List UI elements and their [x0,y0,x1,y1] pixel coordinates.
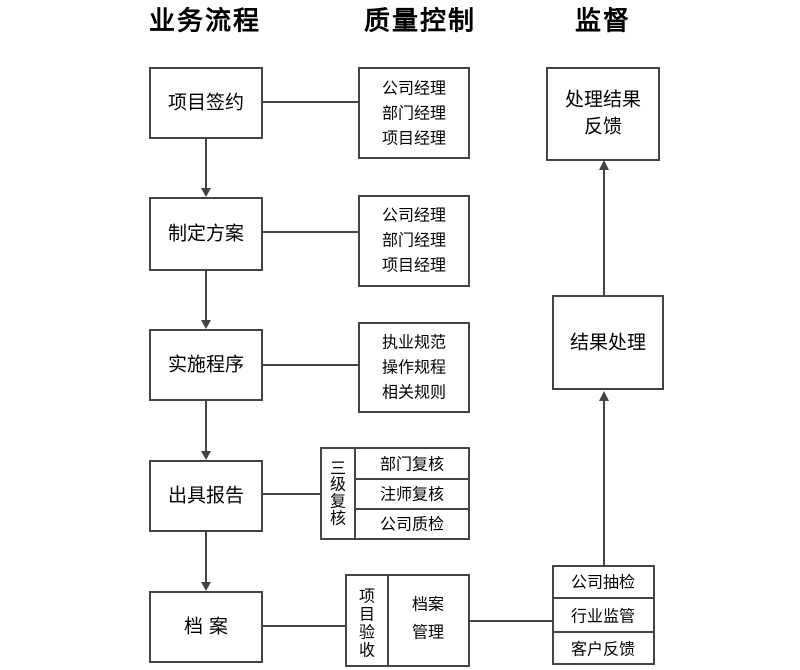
process-step-sign: 项目签约 [149,67,263,139]
quality-block-sign-line-1: 公司经理 [382,79,446,98]
arrowhead-step4 [201,451,211,460]
quality-block-implement-line-3: 相关规则 [382,383,446,402]
supervision-check-company-label: 公司抽检 [571,573,635,592]
acceptance-label-char-3: 验 [359,623,375,642]
review-item-department: 部门复核 [354,447,470,480]
column-title-supervision: 监督 [575,6,631,37]
supervision-feedback: 处理结果 反馈 [546,67,660,161]
review-item-company: 公司质检 [354,508,470,540]
process-step-plan: 制定方案 [149,197,263,271]
quality-block-implement: 执业规范 操作规程 相关规则 [358,322,470,413]
arrowhead-step2 [201,188,211,197]
supervision-handling-label: 结果处理 [570,332,646,354]
acceptance-block: 项 目 验 收 档案 管理 [345,574,470,667]
acceptance-archive-line-2: 管理 [412,623,444,642]
quality-block-implement-line-2: 操作规程 [382,358,446,377]
column-title-process: 业务流程 [149,7,261,37]
supervision-check-industry: 行业监管 [552,597,655,633]
review-item-department-label: 部门复核 [380,455,444,474]
process-step-archive-label: 档 案 [184,616,228,638]
quality-block-plan: 公司经理 部门经理 项目经理 [358,195,470,287]
supervision-feedback-line-1: 处理结果 [565,89,641,111]
process-step-implement-label: 实施程序 [168,354,244,376]
arrowhead-feedback [599,160,609,170]
process-arrows [201,139,211,591]
acceptance-label-char-4: 收 [359,641,375,660]
arrowhead-step3 [201,320,211,329]
quality-block-sign-line-3: 项目经理 [382,129,446,148]
arrowhead-step5 [201,582,211,591]
acceptance-archive-line-1: 档案 [412,595,444,614]
quality-block-sign-line-2: 部门经理 [382,104,446,123]
process-step-plan-label: 制定方案 [168,223,244,245]
supervision-check-client-label: 客户反馈 [571,640,635,659]
review-item-company-label: 公司质检 [380,515,444,534]
acceptance-archive-cell: 档案 管理 [387,574,470,667]
process-step-archive: 档 案 [149,591,263,663]
review-label-char-4: 核 [330,509,346,528]
supervision-handling: 结果处理 [552,295,664,390]
horizontal-connectors [262,101,553,627]
supervision-feedback-line-2: 反馈 [584,116,622,138]
review-label-char-3: 复 [330,492,346,511]
supervision-check-client: 客户反馈 [552,631,655,665]
arrowhead-handling [599,391,609,401]
review-block: 三 级 复 核 部门复核 注师复核 公司质检 [320,447,470,540]
acceptance-label-char-1: 项 [359,587,375,606]
review-label-char-1: 三 [330,459,346,478]
process-step-sign-label: 项目签约 [168,92,244,114]
quality-block-plan-line-2: 部门经理 [382,231,446,250]
review-label-cell: 三 级 复 核 [320,447,356,540]
review-item-cpa-label: 注师复核 [380,485,444,504]
quality-block-plan-line-1: 公司经理 [382,206,446,225]
supervision-check-company: 公司抽检 [552,565,655,599]
supervision-arrows [599,160,609,566]
quality-block-plan-line-3: 项目经理 [382,256,446,275]
review-label-char-2: 级 [330,475,346,494]
review-item-cpa: 注师复核 [354,478,470,510]
process-step-report: 出具报告 [149,460,263,532]
process-step-report-label: 出具报告 [168,485,244,507]
quality-block-sign: 公司经理 部门经理 项目经理 [358,67,470,159]
process-step-implement: 实施程序 [149,329,263,401]
quality-block-implement-line-1: 执业规范 [382,333,446,352]
supervision-checks: 公司抽检 行业监管 客户反馈 [552,565,655,665]
supervision-check-industry-label: 行业监管 [571,607,635,626]
acceptance-label-cell: 项 目 验 收 [345,574,389,667]
acceptance-label-char-2: 目 [359,605,375,624]
column-title-quality: 质量控制 [364,7,476,37]
